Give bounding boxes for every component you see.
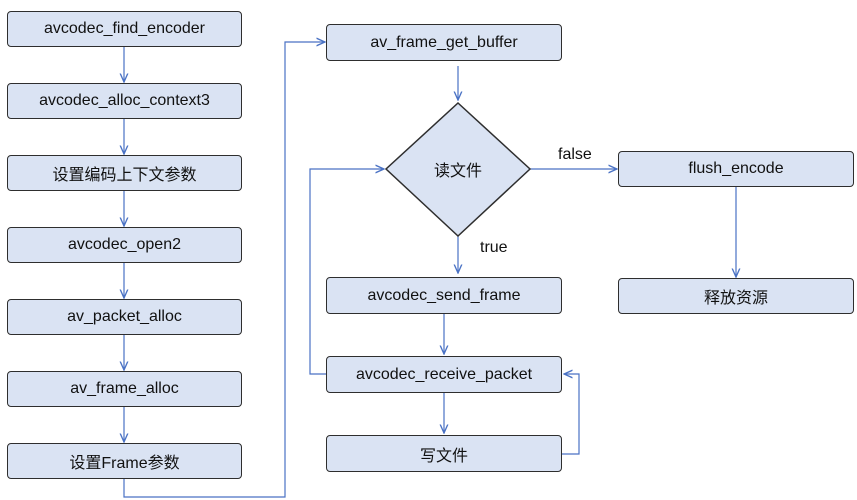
node-open2: avcodec_open2 [7,227,242,263]
edge-label-true: true [480,239,508,256]
arrow-write-to-receive-loop [562,374,580,455]
node-release-resources: 释放资源 [618,278,854,314]
node-write-file: 写文件 [326,435,562,472]
node-find-encoder: avcodec_find_encoder [7,11,242,47]
node-receive-packet: avcodec_receive_packet [326,356,562,393]
arrow-receive-to-decision-loop [309,169,384,375]
edge-label-false: false [558,146,592,163]
node-get-buffer: av_frame_get_buffer [326,24,562,61]
node-flush-encode: flush_encode [618,151,854,187]
node-send-frame: avcodec_send_frame [326,277,562,314]
node-packet-alloc: av_packet_alloc [7,299,242,335]
node-set-codec-params: 设置编码上下文参数 [7,155,242,191]
node-alloc-context: avcodec_alloc_context3 [7,83,242,119]
node-frame-alloc: av_frame_alloc [7,371,242,407]
decision-label: 读文件 [433,163,483,180]
arrow-set-frame-to-get-buffer [123,42,325,498]
decision-diamond [384,101,532,238]
node-set-frame-params: 设置Frame参数 [7,443,242,479]
